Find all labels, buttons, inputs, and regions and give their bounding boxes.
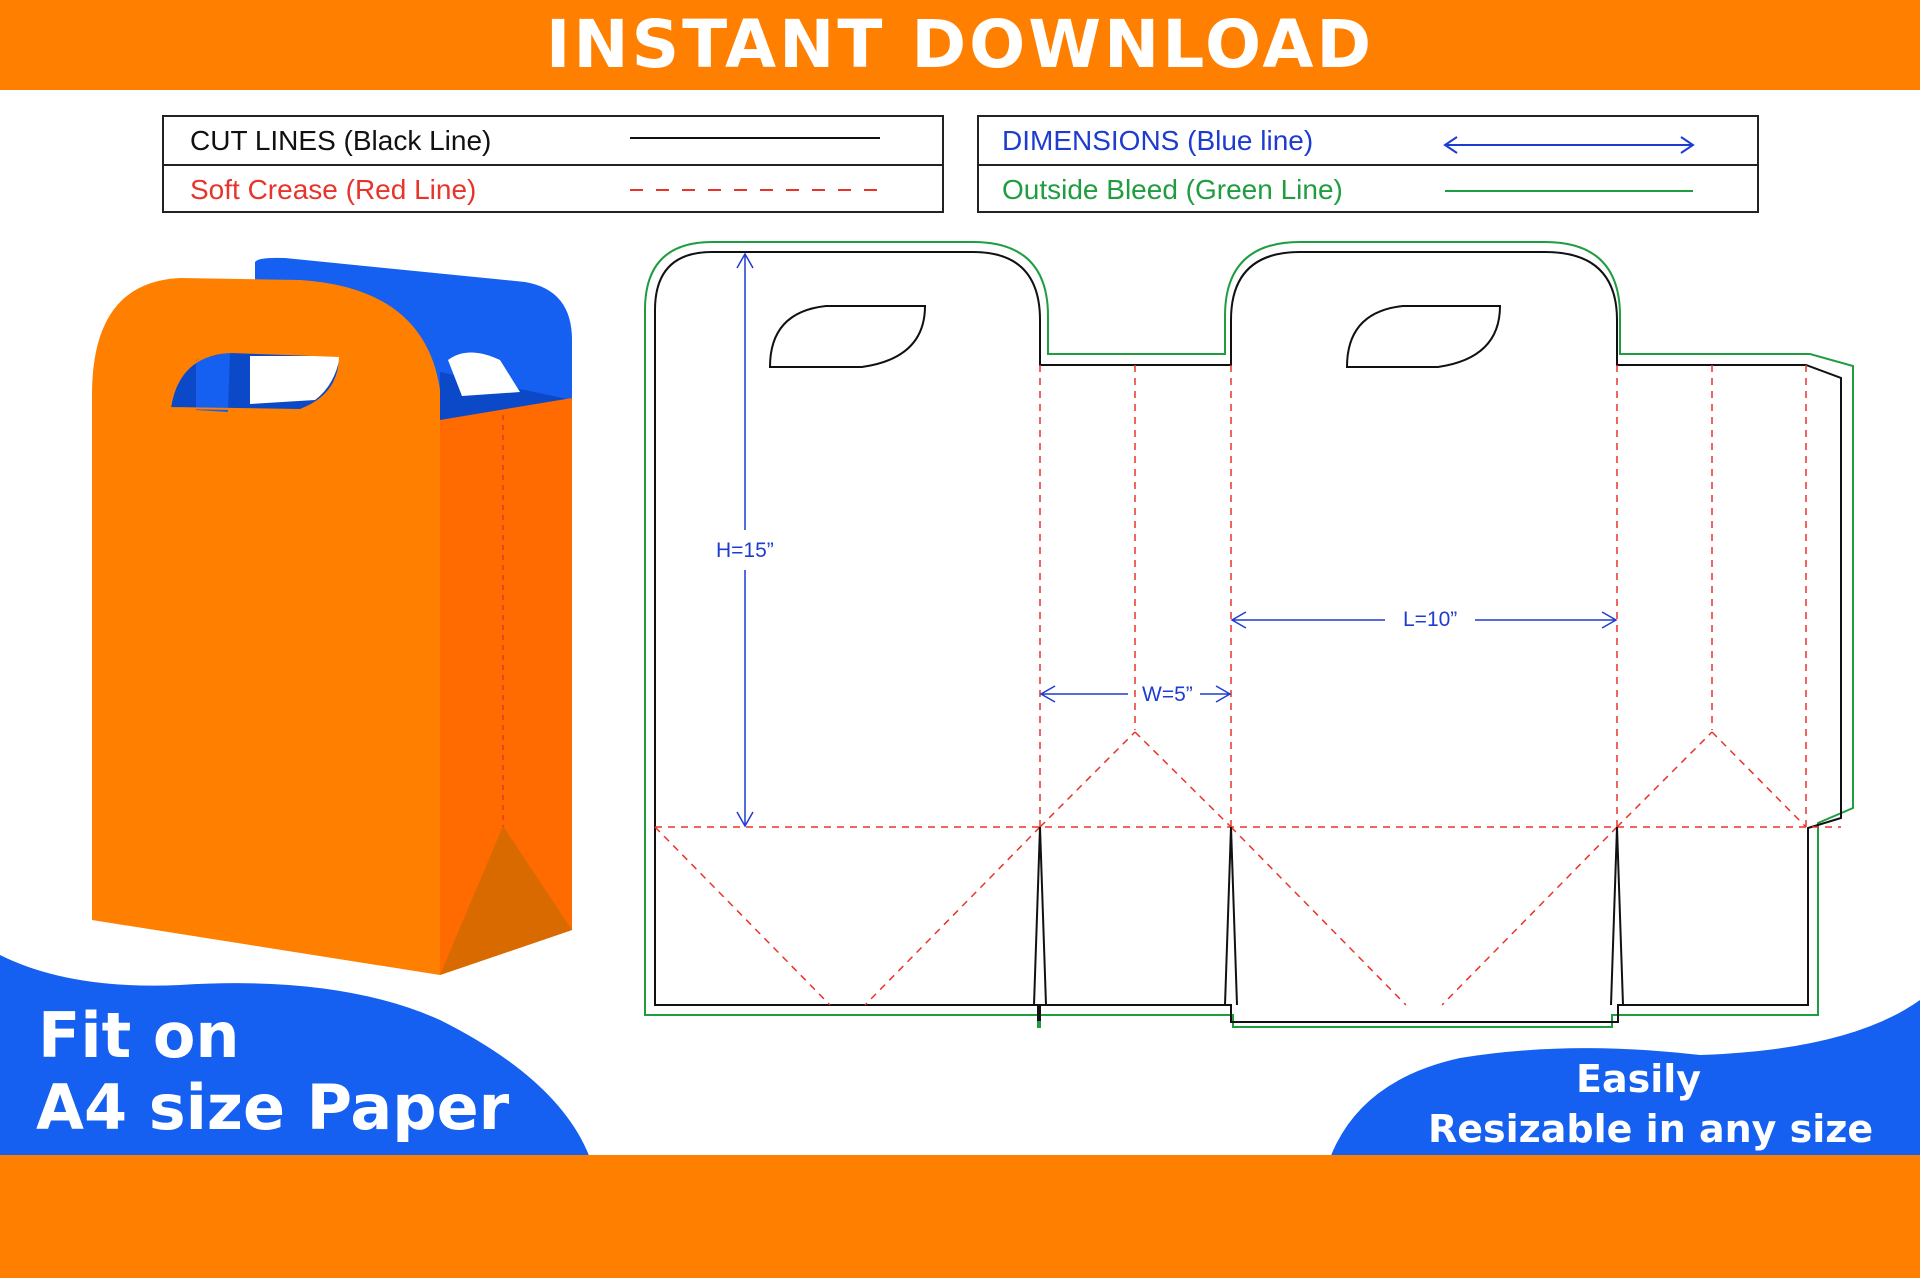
- resize-text-line2: Resizable in any size: [1428, 1107, 1874, 1151]
- legend-row-cut: CUT LINES (Black Line): [164, 117, 942, 166]
- dieline-diagram: H=15” L=10” W=5”: [644, 241, 1854, 1028]
- bag-3d-mockup: [92, 257, 572, 975]
- dimension-line-sample: [1443, 136, 1695, 154]
- bottom-left-wave: [0, 955, 590, 1158]
- resize-text-line1: Easily: [1576, 1057, 1702, 1101]
- legend-label-bleed: Outside Bleed (Green Line): [1002, 174, 1343, 205]
- banner-title: INSTANT DOWNLOAD: [545, 6, 1375, 83]
- bleed-line-sample: [1445, 190, 1693, 192]
- height-dimension: [736, 252, 754, 828]
- legend-line-types: CUT LINES (Black Line) Soft Crease (Red …: [162, 115, 944, 213]
- fit-on-text-line2: A4 size Paper: [36, 1071, 510, 1144]
- handle-hole-1: [768, 305, 927, 368]
- cut-outline: [654, 251, 1842, 1023]
- crease-lines: [654, 365, 1841, 1006]
- legend-row-dimensions: DIMENSIONS (Blue line): [979, 117, 1757, 166]
- cut-line-sample: [630, 137, 880, 139]
- width-dimension: [1039, 685, 1232, 703]
- legend-dimension-types: DIMENSIONS (Blue line) Outside Bleed (Gr…: [977, 115, 1759, 213]
- top-banner: INSTANT DOWNLOAD: [0, 0, 1920, 90]
- bottom-right-wave: [1330, 1000, 1920, 1158]
- legend-label-crease: Soft Crease (Red Line): [190, 174, 477, 205]
- length-label: L=10”: [1403, 608, 1457, 631]
- bleed-outline: [644, 241, 1854, 1028]
- fit-on-text-line1: Fit on: [38, 999, 240, 1072]
- bottom-band: [0, 1155, 1920, 1278]
- width-label: W=5”: [1142, 683, 1193, 706]
- handle-hole-2: [1345, 305, 1502, 368]
- crease-line-sample: [630, 189, 880, 191]
- legend-label-dimensions: DIMENSIONS (Blue line): [1002, 125, 1314, 156]
- legend-label-cut: CUT LINES (Black Line): [190, 125, 492, 156]
- height-label: H=15”: [716, 539, 774, 562]
- legend-row-crease: Soft Crease (Red Line): [164, 164, 942, 213]
- length-dimension: [1230, 611, 1618, 629]
- legend-row-bleed: Outside Bleed (Green Line): [979, 164, 1757, 213]
